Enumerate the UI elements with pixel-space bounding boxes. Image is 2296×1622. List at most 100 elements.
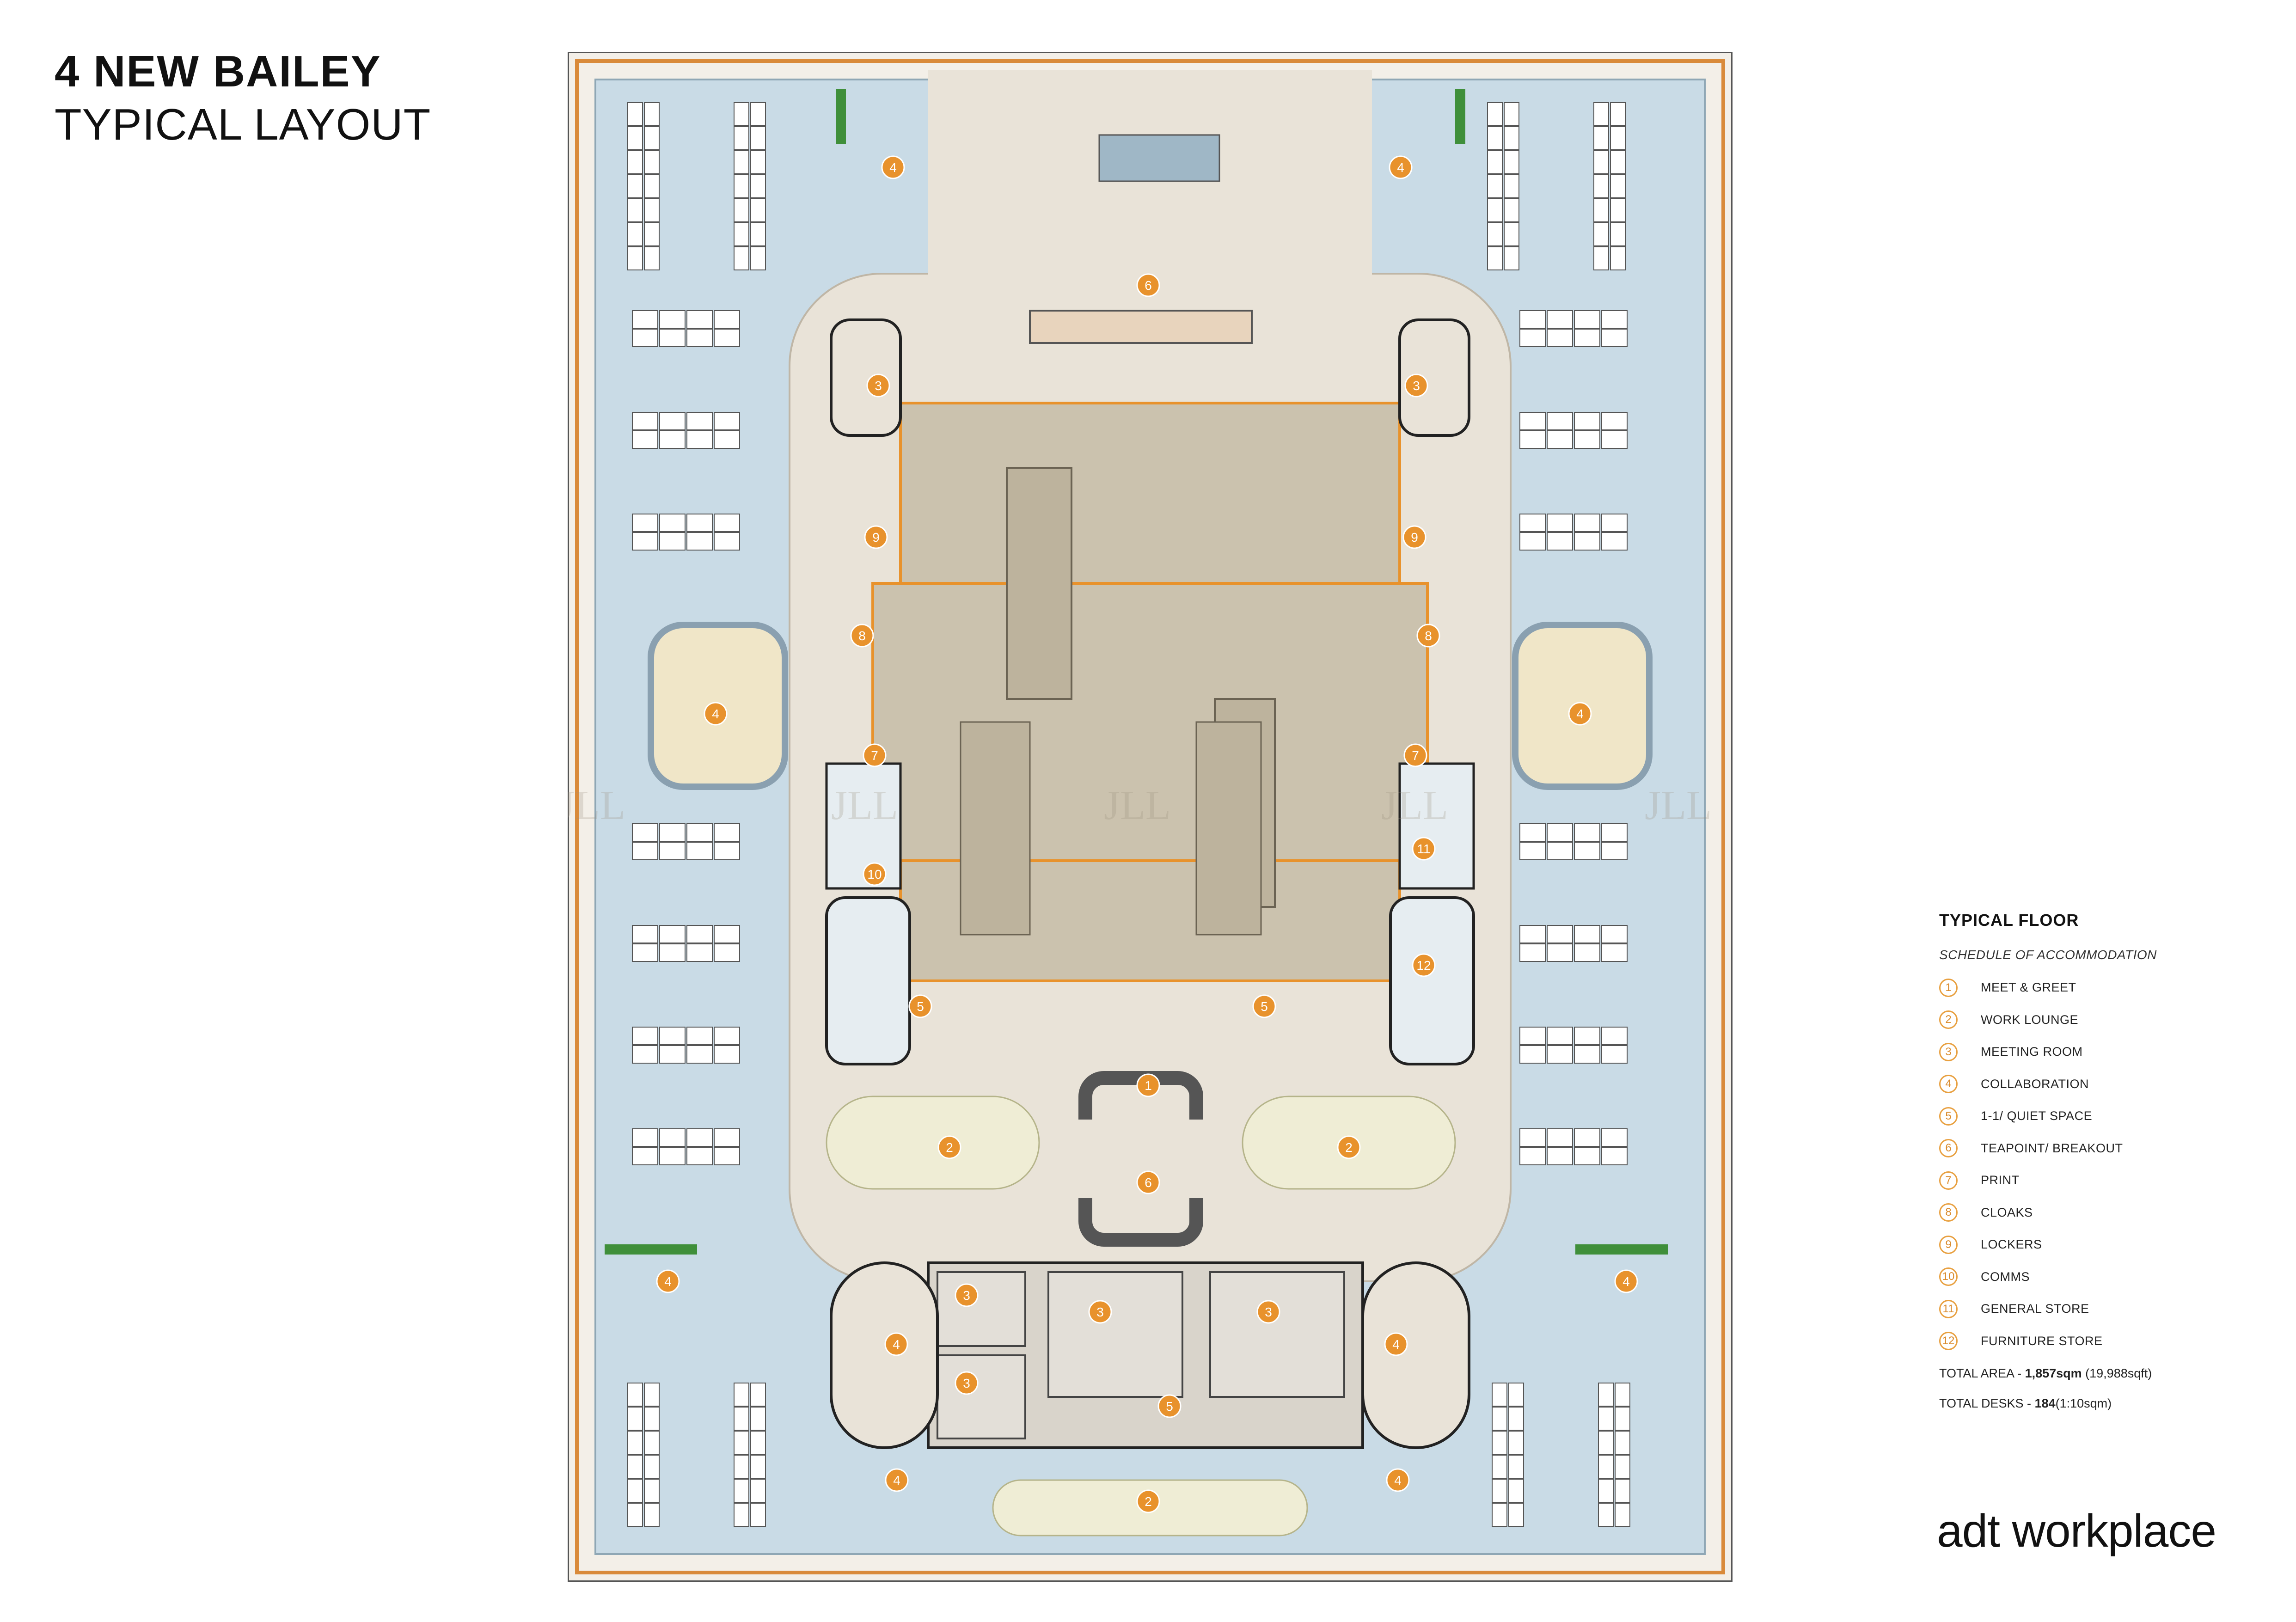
desk xyxy=(734,1407,749,1431)
desk xyxy=(632,532,658,551)
desk xyxy=(632,925,658,943)
desk xyxy=(632,1027,658,1045)
desk xyxy=(1598,1479,1614,1503)
desk xyxy=(686,943,713,962)
area-marker xyxy=(1412,953,1436,977)
area-marker-number: 5 xyxy=(1261,999,1268,1014)
desk xyxy=(714,1045,740,1064)
desk xyxy=(686,430,713,449)
area-marker xyxy=(881,155,905,179)
desk xyxy=(1508,1479,1524,1503)
area-marker xyxy=(1136,273,1160,297)
legend-heading: TYPICAL FLOOR xyxy=(1939,911,2079,930)
desk xyxy=(1519,943,1546,962)
desk xyxy=(659,412,686,430)
desk xyxy=(659,1128,686,1147)
desk xyxy=(632,514,658,532)
desk xyxy=(714,329,740,347)
desk xyxy=(659,1027,686,1045)
area-marker-number: 7 xyxy=(871,748,878,763)
brand-logo: adt workplace xyxy=(1937,1505,2216,1557)
desk xyxy=(627,1503,643,1527)
total-area: TOTAL AREA - 1,857sqm (19,988sqft) xyxy=(1939,1366,2152,1380)
area-marker-number: 4 xyxy=(893,1337,900,1352)
total-desks: TOTAL DESKS - 184(1:10sqm) xyxy=(1939,1396,2112,1410)
desk xyxy=(714,943,740,962)
desk xyxy=(1601,532,1628,551)
desk xyxy=(750,102,766,126)
desk xyxy=(714,310,740,329)
desk xyxy=(1593,102,1609,126)
legend-number: 3 xyxy=(1939,1042,1958,1061)
area-marker-number: 4 xyxy=(889,160,897,175)
area-marker-number: 10 xyxy=(867,867,882,881)
desk xyxy=(659,842,686,860)
watermark: JLLJLLJLLJLLJLL xyxy=(568,783,1712,828)
desk xyxy=(686,1147,713,1165)
area-marker-number: 4 xyxy=(1392,1337,1400,1352)
desk xyxy=(1593,150,1609,174)
desk xyxy=(644,222,660,246)
legend-label: FURNITURE STORE xyxy=(1981,1334,2103,1348)
desk xyxy=(659,514,686,532)
desk xyxy=(1598,1431,1614,1455)
area-marker-number: 8 xyxy=(858,629,866,643)
area-marker xyxy=(863,743,887,767)
desk xyxy=(659,329,686,347)
area-marker xyxy=(864,525,888,549)
area-marker-number: 1 xyxy=(1145,1078,1152,1093)
desk xyxy=(1508,1407,1524,1431)
legend-number: 9 xyxy=(1939,1235,1958,1254)
area-marker-number: 4 xyxy=(712,707,719,721)
area-marker xyxy=(1416,624,1440,648)
area-marker-number: 11 xyxy=(1417,842,1430,856)
desk xyxy=(686,823,713,842)
desk xyxy=(750,1503,766,1527)
legend-label: MEETING ROOM xyxy=(1981,1045,2083,1059)
desk xyxy=(714,514,740,532)
desk xyxy=(1593,126,1609,150)
desk xyxy=(686,842,713,860)
desk xyxy=(1547,532,1573,551)
desk xyxy=(1487,102,1503,126)
desk xyxy=(627,1431,643,1455)
legend-number: 7 xyxy=(1939,1171,1958,1190)
desk xyxy=(1574,1128,1600,1147)
desk xyxy=(1519,823,1546,842)
legend-label: COLLABORATION xyxy=(1981,1077,2089,1091)
desk xyxy=(734,1503,749,1527)
desk xyxy=(1601,842,1628,860)
desk xyxy=(1601,1147,1628,1165)
collab-pod-right xyxy=(1361,1261,1470,1449)
desk xyxy=(659,532,686,551)
desk xyxy=(734,102,749,126)
area-marker xyxy=(1252,994,1276,1018)
desk xyxy=(659,1147,686,1165)
desk xyxy=(1601,310,1628,329)
desk xyxy=(750,198,766,222)
desk xyxy=(1574,514,1600,532)
desk xyxy=(1574,412,1600,430)
desk xyxy=(750,246,766,270)
desk xyxy=(1519,1128,1546,1147)
desk xyxy=(1504,174,1519,198)
desk xyxy=(1601,514,1628,532)
desk xyxy=(659,925,686,943)
desk xyxy=(714,1027,740,1045)
desk xyxy=(644,1383,660,1407)
desk xyxy=(1598,1503,1614,1527)
desk xyxy=(1574,925,1600,943)
area-marker-number: 3 xyxy=(1413,379,1420,393)
desk xyxy=(1598,1455,1614,1479)
desk xyxy=(1601,412,1628,430)
desk xyxy=(1508,1503,1524,1527)
desk xyxy=(627,1383,643,1407)
desk xyxy=(1615,1407,1630,1431)
desk xyxy=(632,943,658,962)
desk xyxy=(632,310,658,329)
desk xyxy=(1504,246,1519,270)
desk xyxy=(627,174,643,198)
